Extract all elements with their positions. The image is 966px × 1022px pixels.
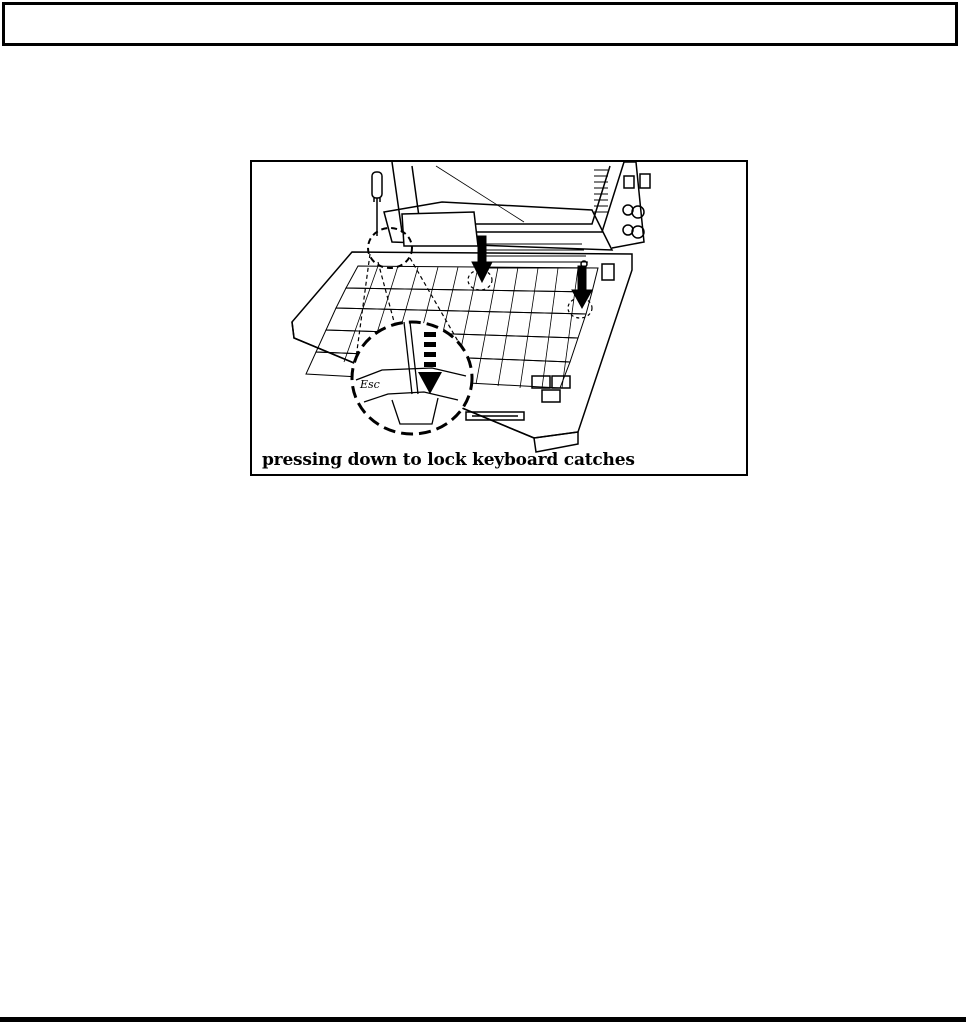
key-label: Esc bbox=[359, 378, 380, 391]
screwdriver-icon bbox=[372, 172, 382, 236]
footer-rule bbox=[0, 1017, 966, 1022]
figure-caption: pressing down to lock keyboard catches bbox=[262, 450, 635, 470]
laptop-illustration: Esc bbox=[252, 162, 746, 474]
figure-frame: Esc pressing down to lock keyboard catch… bbox=[250, 160, 748, 476]
header-box bbox=[2, 2, 958, 46]
